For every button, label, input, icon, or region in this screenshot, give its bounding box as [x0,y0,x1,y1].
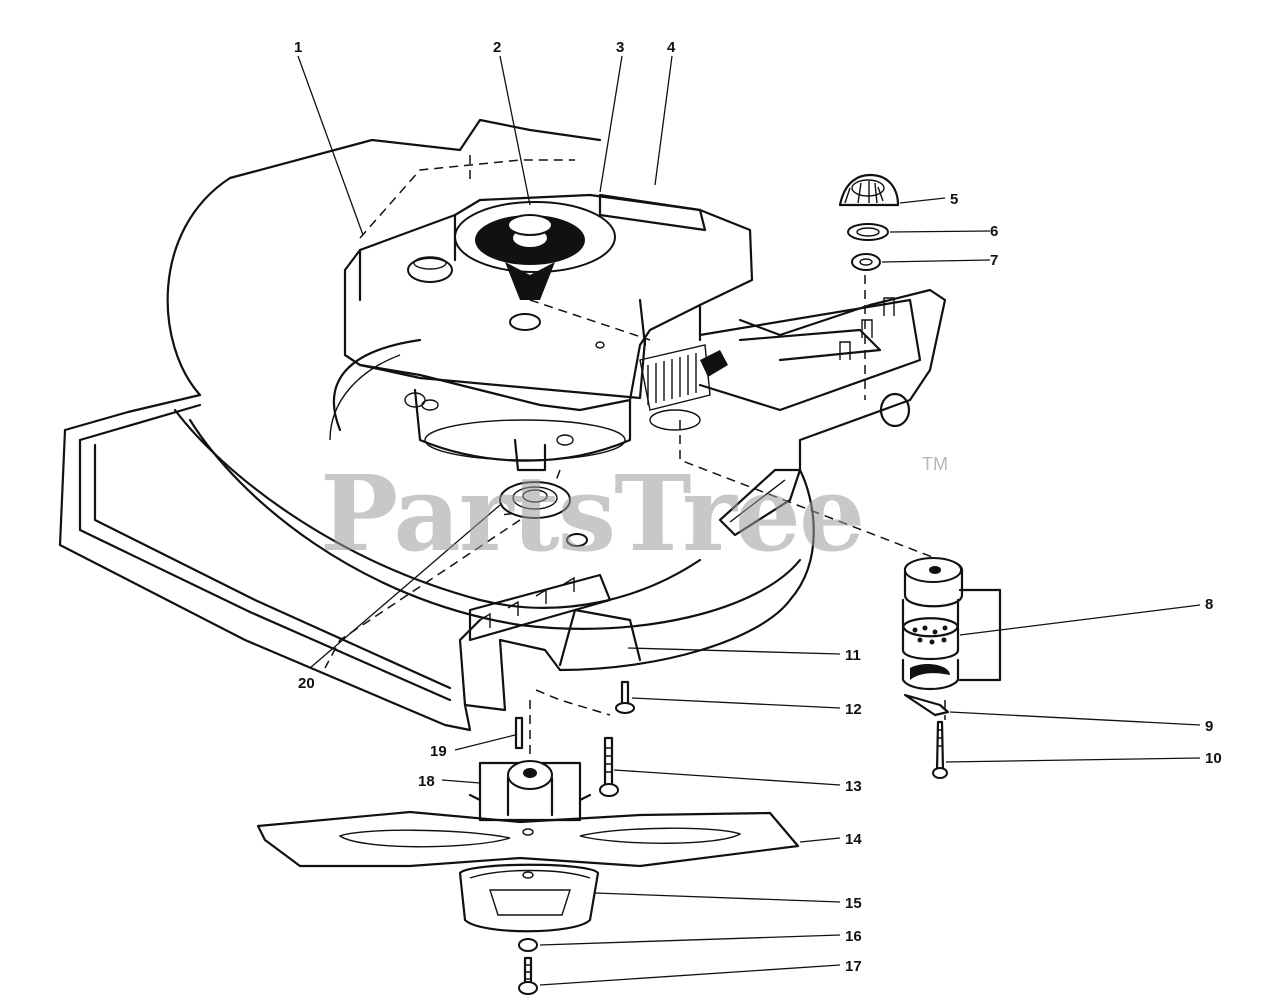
callout-19: 19 [430,743,447,760]
callout-9: 9 [1205,718,1213,735]
callout-1: 1 [294,39,302,56]
leader-lines [297,55,1201,986]
callout-13: 13 [845,778,862,795]
callout-10: 10 [1205,750,1222,767]
parts [256,173,1002,995]
callout-14: 14 [845,831,862,848]
callout-16: 16 [845,928,862,945]
callout-8: 8 [1205,596,1213,613]
callout-12: 12 [845,701,862,718]
callout-2: 2 [493,39,501,56]
callout-4: 4 [667,39,676,56]
callout-3: 3 [616,39,624,56]
watermark-trademark: TM [922,454,948,474]
callout-20: 20 [298,675,315,692]
watermark-text: PartsTree [320,452,863,575]
callout-18: 18 [418,773,435,790]
watermark: PartsTree TM [320,452,948,575]
assembly-lines [324,155,946,760]
callout-5: 5 [950,191,958,208]
callout-labels: 1 2 3 4 5 6 7 8 9 10 11 12 13 14 15 16 1… [294,39,1222,975]
callout-17: 17 [845,958,862,975]
callout-11: 11 [845,647,861,664]
mower-deck [58,118,947,732]
callout-15: 15 [845,895,862,912]
callout-7: 7 [990,252,998,269]
callout-6: 6 [990,223,998,240]
engine [343,193,754,472]
